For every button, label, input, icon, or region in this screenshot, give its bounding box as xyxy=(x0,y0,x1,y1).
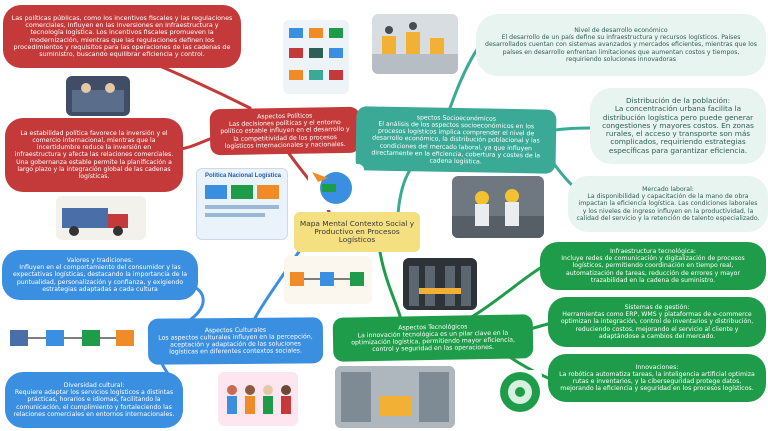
socio-labor-node: Mercado laboral: La disponibilidad y cap… xyxy=(568,176,768,232)
politica-nacional-caption: Política Nacional Logística xyxy=(205,173,282,179)
automated-warehouse-image xyxy=(403,258,477,310)
tech-innov-text: La robótica automatiza tareas, la inteli… xyxy=(559,370,755,393)
socio-population-node: Distribución de la población: La concent… xyxy=(590,88,766,164)
link-central-socio xyxy=(396,168,412,216)
link-socio-econ xyxy=(448,46,480,110)
tech-main-node: Aspectos Tecnológicos La innovación tecn… xyxy=(332,314,534,362)
politics-image xyxy=(66,76,130,116)
socio-econ-node: Nivel de desarrollo económico El desarro… xyxy=(476,14,766,76)
shipping-globe-image xyxy=(308,164,364,210)
socio-labor-head: Mercado laboral: xyxy=(642,186,694,194)
cultural-main-text: Los aspectos culturales influyen en la p… xyxy=(158,333,313,356)
cultural-values-head: Valores y tradiciones: xyxy=(66,257,134,265)
socio-main-node: spectos Socioeconómicos El análisis de l… xyxy=(355,106,557,174)
tech-innov-node: Innovaciones: La robótica automatiza tar… xyxy=(548,354,766,402)
tech-infra-head: Infraestructura tecnológica: xyxy=(609,248,696,256)
link-tech-infra xyxy=(468,263,547,320)
political-stability-node: La estabilidad política favorece la inve… xyxy=(5,118,183,192)
cultural-values-text: Influyen en el comportamiento del consum… xyxy=(12,264,188,293)
tech-mgmt-head: Sistemas de gestión: xyxy=(624,304,690,312)
tech-mgmt-text: Herramientas como ERP, WMS y plataformas… xyxy=(560,311,754,340)
factory-workers-image xyxy=(452,176,544,238)
socio-labor-text: La disponibilidad y capacitación de la m… xyxy=(576,193,760,222)
political-policies-node: Las políticas públicas, como los incenti… xyxy=(3,5,241,68)
socio-population-head: Distribución de la población: xyxy=(625,95,731,105)
supply-chain-flow-image xyxy=(284,256,372,304)
warehouse-robots-image xyxy=(372,14,458,74)
socio-econ-text: El desarrollo de un país define su infra… xyxy=(485,34,757,63)
central-topic: Mapa Mental Contexto Social y Productivo… xyxy=(294,212,420,252)
tech-innov-head: Innovaciones: xyxy=(635,363,679,371)
socio-econ-head: Nivel de desarrollo económico xyxy=(574,27,668,35)
tech-infra-text: Incluye redes de comunicación y digitali… xyxy=(561,255,745,284)
link-central-tech xyxy=(378,250,402,318)
socio-main-text: El análisis de los aspectos socioeconómi… xyxy=(371,120,541,166)
socio-population-text: La concentración urbana facilita la dist… xyxy=(602,104,754,155)
central-title: Mapa Mental Contexto Social y Productivo… xyxy=(299,218,415,245)
link-political-policies xyxy=(148,60,252,110)
warehouse-aisle-image xyxy=(335,366,455,428)
logistics-icons-image xyxy=(283,20,349,94)
truck-delivery-image xyxy=(56,196,146,240)
cultural-diversity-node: Diversidad cultural: Requiere adaptar lo… xyxy=(5,372,183,428)
cultural-diversity-text: Requiere adaptar los servicios logístico… xyxy=(13,389,175,418)
link-socio-pop xyxy=(553,126,592,132)
cultural-people-image xyxy=(218,372,298,426)
tech-infra-node: Infraestructura tecnológica: Incluye red… xyxy=(540,242,766,290)
politica-nacional-logistica-image: Política Nacional Logística xyxy=(196,168,288,240)
political-main-node: Aspectos Políticos Las decisiones políti… xyxy=(209,106,361,156)
cultural-values-node: Valores y tradiciones: Influyen en el co… xyxy=(2,250,198,300)
political-policies-text: Las políticas públicas, como los incenti… xyxy=(11,13,233,59)
tech-circle-image xyxy=(498,370,542,414)
political-main-text: Las decisiones políticas y el entorno po… xyxy=(220,119,350,150)
tech-main-text: La innovación tecnológica es un pilar cl… xyxy=(351,329,516,354)
tech-mgmt-node: Sistemas de gestión: Herramientas como E… xyxy=(548,297,766,347)
cultural-main-node: Aspectos Culturales Los aspectos cultura… xyxy=(147,317,324,365)
cultural-diversity-head: Diversidad cultural: xyxy=(63,382,125,390)
process-diagram-image xyxy=(6,318,138,360)
political-stability-text: La estabilidad política favorece la inve… xyxy=(14,130,174,180)
